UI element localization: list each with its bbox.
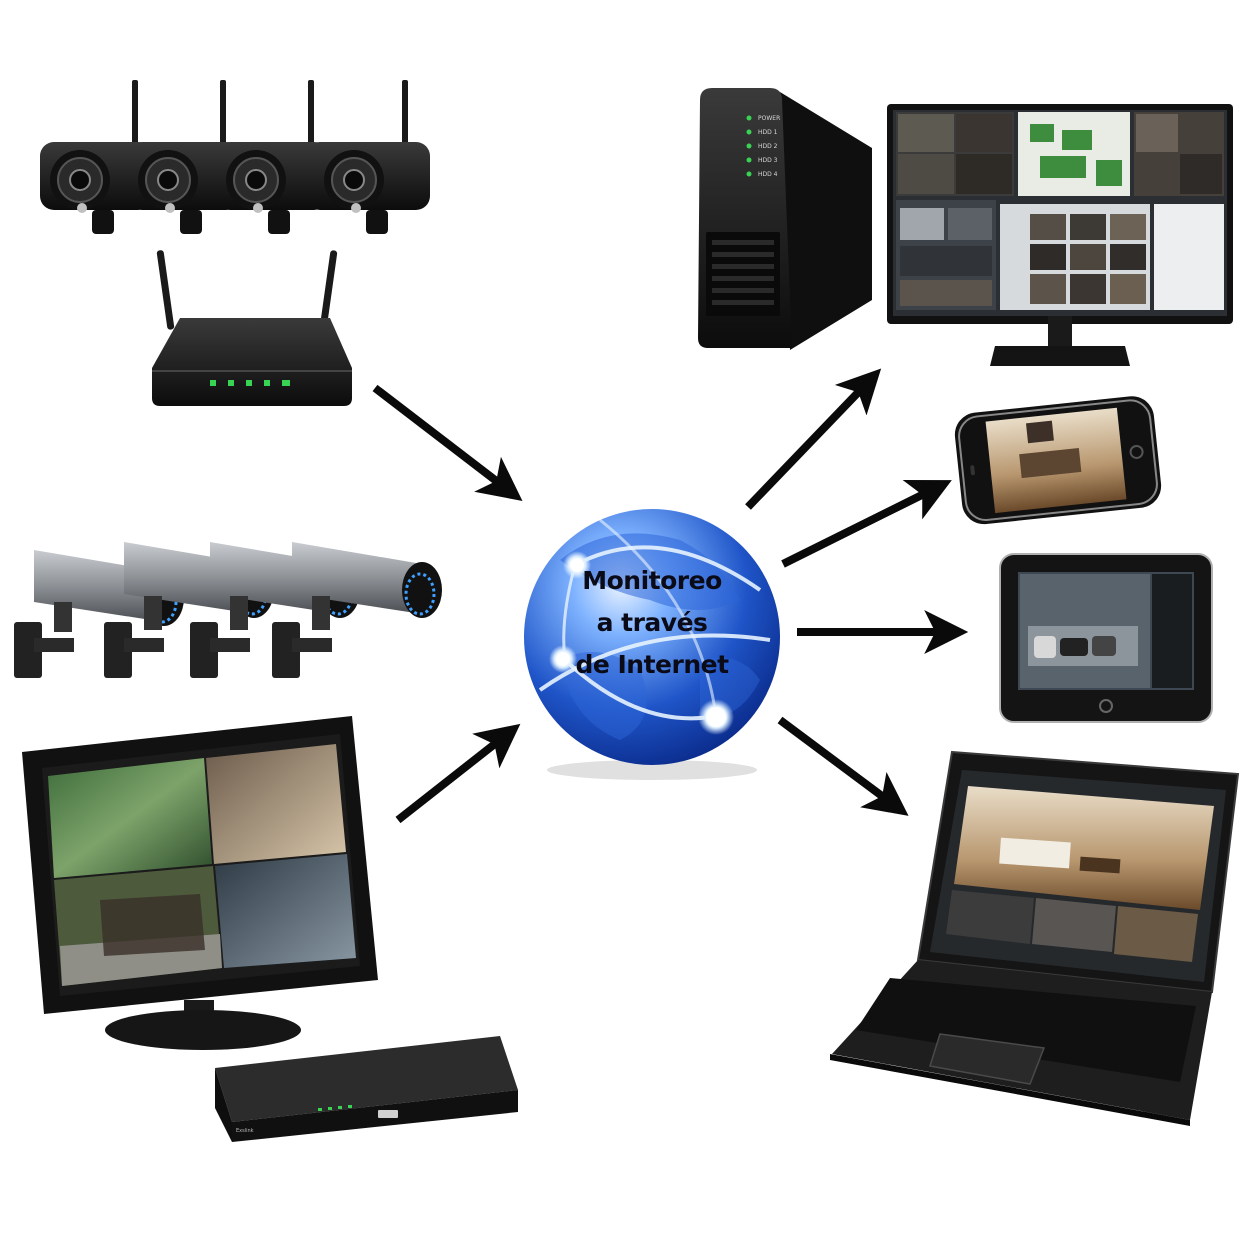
- cctv-monitor-icon: [22, 716, 378, 1050]
- wireless-camera-icon: [216, 80, 328, 234]
- globe-label-line-3: de Internet: [575, 650, 729, 679]
- arrow-dvr-to-globe: [395, 723, 521, 824]
- led-label-hdd2: HDD 2: [758, 143, 778, 150]
- globe-center-label: Monitoreo a través de Internet: [540, 560, 764, 686]
- wifi-router-icon: [152, 250, 352, 406]
- bullet-cameras: [14, 542, 442, 678]
- arrows: [372, 368, 969, 824]
- nvr-server-icon: POWER HDD 1 HDD 2 HDD 3 HDD 4: [698, 88, 872, 350]
- wireless-camera-icon: [306, 80, 430, 234]
- smartphone-icon: [954, 396, 1162, 525]
- globe-label-line-2: a través: [596, 608, 708, 637]
- arrow-globe-to-phone: [781, 480, 952, 568]
- surveillance-monitor-icon: [887, 104, 1233, 366]
- globe-label-line-1: Monitoreo: [582, 566, 722, 595]
- tablet-icon: [999, 553, 1213, 723]
- led-label-hdd1: HDD 1: [758, 129, 778, 136]
- dvr-recorder-icon: Exslink: [215, 1036, 518, 1142]
- laptop-icon: [830, 750, 1240, 1126]
- led-label-hdd4: HDD 4: [758, 171, 778, 178]
- wireless-camera-icon: [40, 80, 152, 234]
- wireless-cameras: [40, 80, 430, 234]
- wireless-camera-icon: [128, 80, 240, 234]
- dvr-brand-label: Exslink: [236, 1128, 254, 1134]
- led-label-hdd3: HDD 3: [758, 157, 778, 164]
- arrow-globe-to-laptop: [777, 716, 909, 816]
- internet-globe-icon: [524, 509, 780, 780]
- led-label-power: POWER: [758, 115, 780, 122]
- arrow-globe-to-monitor: [745, 368, 882, 510]
- arrow-wifi-to-globe: [372, 384, 523, 502]
- bullet-camera-icon: [272, 542, 442, 678]
